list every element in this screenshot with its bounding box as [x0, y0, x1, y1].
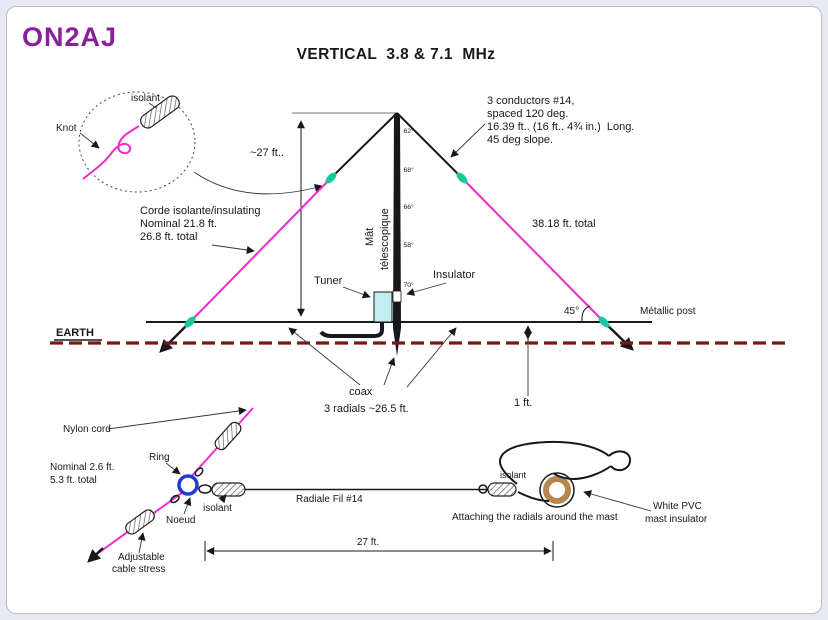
knot-label: Knot [56, 123, 77, 134]
angle-arc [581, 305, 591, 323]
page-title: VERTICAL 3.8 & 7.1 MHz [297, 46, 496, 63]
inset-ellipse [78, 91, 196, 193]
cord-note-3: 26.8 ft. total [140, 231, 197, 243]
ring-label: Ring [149, 452, 170, 463]
radial-insulator-left [211, 482, 246, 497]
knot-cord-path [82, 125, 140, 180]
coax-label: coax [349, 386, 373, 398]
mast-label-word1: Mât [364, 228, 376, 246]
angle-label: 45° [564, 306, 579, 317]
cord-hook [608, 450, 631, 472]
attach-label: Attaching the radials around the mast [452, 512, 618, 523]
cord-end-arrow [87, 547, 104, 563]
cord-note-1: Corde isolante/insulating [140, 205, 260, 217]
metallic-post-label: Métallic post [640, 306, 696, 317]
nominal-label-1: Nominal 2.6 ft. [50, 462, 114, 473]
left-insulating-cord [189, 177, 332, 323]
left-conductor [330, 112, 398, 179]
inset-isolant-label: isolant [131, 93, 160, 104]
mast-section-5: 70° [404, 281, 415, 289]
right-lower-connector [598, 316, 610, 328]
nylon-leader [107, 407, 247, 430]
attachment-ring [177, 474, 199, 496]
insulator-rod-shape [214, 421, 242, 451]
isolant-leader [148, 102, 157, 109]
isolant-left-label: isolant [203, 503, 232, 514]
telescopic-mast [393, 114, 401, 356]
conductor-note-1: 3 conductors #14, [487, 95, 574, 107]
callsign-logo: ON2AJ [22, 22, 117, 52]
cord-note-leader [211, 244, 255, 254]
mast-insulator-break [392, 290, 402, 303]
radials-leader-right [406, 327, 457, 388]
span-dim-label: 27 ft. [357, 537, 379, 548]
coax-cable [319, 322, 384, 338]
isolant-right-label: isolant [500, 470, 527, 480]
noeud-label: Noeud [166, 515, 195, 526]
tuner-box [373, 291, 393, 323]
radial-insulator-right [487, 482, 517, 497]
main-antenna-diagram: ~27 ft.. 62° 68° 66° 58° 70° Mât télesco… [50, 95, 788, 415]
pvc-insulator-ring [543, 476, 571, 504]
right-conductor [396, 112, 463, 179]
height-dim-label: ~27 ft.. [250, 147, 284, 159]
isolant-left-leader [218, 494, 227, 504]
oneft-label: 1 ft. [514, 397, 532, 409]
radial-wire-label: Radiale Fil #14 [296, 494, 363, 505]
insulator-rod-shape [140, 95, 180, 129]
ring-leader [165, 462, 181, 475]
insulator-label: Insulator [433, 269, 476, 281]
noeud-leader [183, 497, 192, 515]
cord-insulator-upper [214, 421, 242, 451]
insulator-rod-shape [125, 509, 155, 535]
nominal-label-2: 5.3 ft. total [50, 475, 97, 486]
right-total-label: 38.18 ft. total [532, 218, 596, 230]
conductor-note-4: 45 deg slope. [487, 134, 553, 146]
left-upper-connector [325, 172, 337, 184]
nylon-cord-label: Nylon cord [63, 424, 111, 435]
cord-loop-top [499, 440, 610, 485]
cord-loop-bottom [517, 491, 550, 502]
left-lower-connector [184, 316, 196, 328]
mast-section-2: 68° [404, 166, 415, 174]
tuner-label: Tuner [314, 275, 343, 287]
conductor-note-2: spaced 120 deg. [487, 108, 568, 120]
pvc-label-1: White PVC [653, 501, 702, 512]
inset-insulator-rod [140, 95, 180, 129]
cord-loop-return [553, 465, 612, 481]
radials-label: 3 radials ~26.5 ft. [324, 403, 409, 415]
mast-section-1: 62° [404, 127, 415, 135]
wire-end-loop [478, 484, 488, 494]
radials-leader-left [288, 327, 361, 386]
mast-section-3: 66° [404, 203, 415, 211]
inset-callout-curve [193, 171, 323, 195]
cord-insulator-lower [125, 509, 155, 535]
insulator-leader [406, 282, 447, 296]
cord-note-2: Nominal 21.8 ft. [140, 218, 217, 230]
chain-link [198, 484, 212, 494]
radial-detail-diagram: Nylon cord Ring Nominal 2.6 ft. 5.3 ft. … [50, 407, 708, 575]
right-upper-connector [456, 172, 468, 184]
adjustable-label-2: cable stress [112, 564, 165, 575]
coax-leader [383, 357, 396, 386]
pvc-label-2: mast insulator [645, 514, 708, 525]
cord-link-lower [170, 494, 180, 504]
cord-link-upper [194, 467, 204, 477]
conductor-note-3: 16.39 ft.. (16 ft.. 4¾ in.) Long. [487, 121, 634, 133]
right-insulating-cord [461, 177, 605, 323]
mast-section-4: 58° [404, 241, 415, 249]
adjustable-label-1: Adjustable [118, 552, 165, 563]
earth-label: EARTH [56, 327, 94, 339]
pvc-leader [583, 490, 652, 512]
inset-knot-detail: isolant Knot [56, 91, 323, 195]
tuner-leader [342, 286, 371, 299]
knot-leader [79, 132, 100, 149]
conductor-note-leader [450, 123, 486, 158]
adjustable-leader [137, 532, 146, 554]
mast-label-word2: télescopique [379, 208, 391, 270]
